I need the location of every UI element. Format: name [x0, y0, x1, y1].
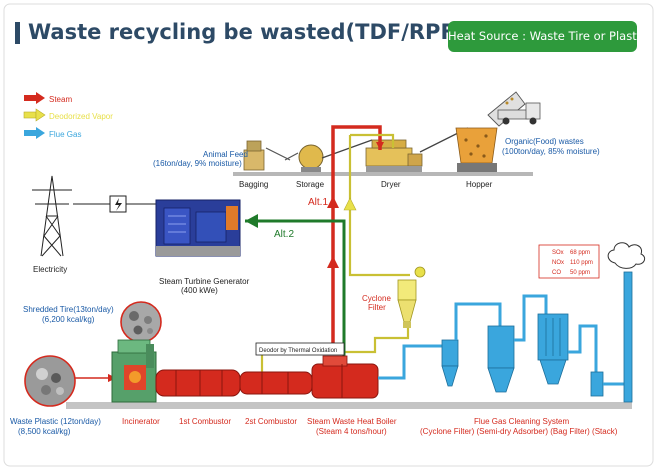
- organic-waste-label: Organic(Food) wastes: [505, 137, 584, 146]
- steam-turbine-generator-icon: [155, 199, 241, 257]
- cyclone-label-2: Filter: [368, 303, 386, 312]
- bagging-machine-icon: [243, 140, 291, 171]
- base-floor: [66, 402, 632, 409]
- boiler-label: Steam Waste Heat Boiler: [307, 417, 397, 426]
- waste-plastic-label: Waste Plastic (12ton/day): [10, 417, 101, 426]
- steam-line-to-dryer: [331, 125, 382, 352]
- title-accent-bar: [15, 22, 20, 44]
- shredded-tire-pile-icon: [120, 301, 162, 343]
- drying-floor: [233, 172, 533, 176]
- hopper-label: Hopper: [466, 180, 493, 189]
- flue-gas-detail: (Cyclone Filter) (Semi-dry Adsorber) (Ba…: [420, 427, 618, 436]
- page-title: Waste recycling be wasted(TDF/RPF): [28, 20, 465, 44]
- electricity-label: Electricity: [33, 265, 67, 274]
- sox-name: SOx: [552, 250, 564, 256]
- waste-plastic-detail: (8,500 kcal/kg): [18, 427, 71, 436]
- outer-frame: [3, 3, 654, 467]
- smoke-cloud-icon: [607, 242, 646, 269]
- shredded-tire-detail: (6,200 kcal/kg): [42, 315, 95, 324]
- legend-steam-label: Steam: [49, 95, 72, 104]
- bag-filter-icon: [537, 313, 569, 385]
- waste-plastic-pile-icon: [24, 355, 76, 407]
- animal-feed-detail: (16ton/day, 9% moisture): [153, 159, 242, 168]
- animal-feed-label: Animal Feed: [203, 150, 248, 159]
- second-combustor-icon: [239, 371, 313, 395]
- legend-vapor-arrow-icon: [23, 108, 46, 122]
- transmission-tower-icon: [32, 175, 72, 257]
- deodor-box: [255, 342, 345, 356]
- boiler-detail: (Steam 4 tons/hour): [316, 427, 387, 436]
- legend-flue-gas-label: Flue Gas: [49, 130, 81, 139]
- conveyor-belt: [321, 139, 373, 159]
- lightning-box-icon: [109, 195, 127, 213]
- deodor-label: Deodor by Thermal Oxidation: [259, 348, 337, 354]
- nox-name: NOx: [552, 260, 564, 266]
- incinerator-icon: [111, 339, 157, 403]
- waste-heat-boiler-icon: [311, 355, 379, 399]
- stack-icon: [623, 271, 633, 403]
- drying-line: [233, 91, 541, 176]
- dryer-label: Dryer: [381, 180, 401, 189]
- legend-steam-arrow-icon: [24, 92, 45, 104]
- semi-dry-adsorber-icon: [487, 325, 515, 393]
- alt2-steam-line: [245, 219, 346, 356]
- flue-gas-duct: [378, 344, 444, 380]
- alt2-label: Alt.2: [274, 229, 294, 240]
- second-combustor-label: 2st Combustor: [245, 417, 297, 426]
- bagging-label: Bagging: [239, 180, 268, 189]
- co-value: 50 ppm: [570, 270, 590, 276]
- storage-tank-icon: [284, 144, 324, 172]
- legend-vapor-label: Deodorized Vapor: [49, 112, 113, 121]
- first-combustor-label: 1st Combustor: [179, 417, 231, 426]
- legend: Steam Deodorized Vapor Flue Gas: [23, 92, 113, 139]
- sox-value: 68 ppm: [570, 250, 590, 256]
- co-name: CO: [552, 270, 561, 276]
- vapor-line-to-cyclone: [348, 135, 410, 277]
- flue-cyclone-filter-icon: [441, 339, 459, 387]
- turbine-label: Steam Turbine Generator: [159, 277, 250, 286]
- cyclone-label: Cyclone: [362, 294, 391, 303]
- incinerator-label: Incinerator: [122, 417, 160, 426]
- legend-flue-gas-arrow-icon: [24, 127, 45, 139]
- shredded-tire-label: Shredded Tire(13ton/day): [23, 305, 114, 314]
- hopper-icon: [455, 127, 498, 172]
- storage-label: Storage: [296, 180, 325, 189]
- flue-gas-label: Flue Gas Cleaning System: [474, 417, 569, 426]
- vapor-cyclone-filter-icon: [397, 266, 426, 328]
- dump-truck-icon: [487, 91, 541, 127]
- alt2-arrow-icon: [245, 214, 258, 228]
- organic-waste-detail: (100ton/day, 85% moisture): [502, 147, 600, 156]
- dryer-icon: [365, 139, 423, 172]
- heat-source-button[interactable]: Heat Source : Waste Tire or Plastics: [448, 21, 652, 52]
- alt1-label: Alt.1: [308, 197, 328, 208]
- turbine-capacity: (400 kWe): [181, 286, 218, 295]
- vapor-line-to-combustor: [260, 328, 410, 376]
- nox-value: 110 ppm: [570, 260, 593, 266]
- steam-up-arrow-icon: [327, 256, 339, 268]
- emissions-box: [538, 244, 600, 279]
- first-combustor-icon: [155, 369, 241, 397]
- fan-icon: [590, 371, 604, 397]
